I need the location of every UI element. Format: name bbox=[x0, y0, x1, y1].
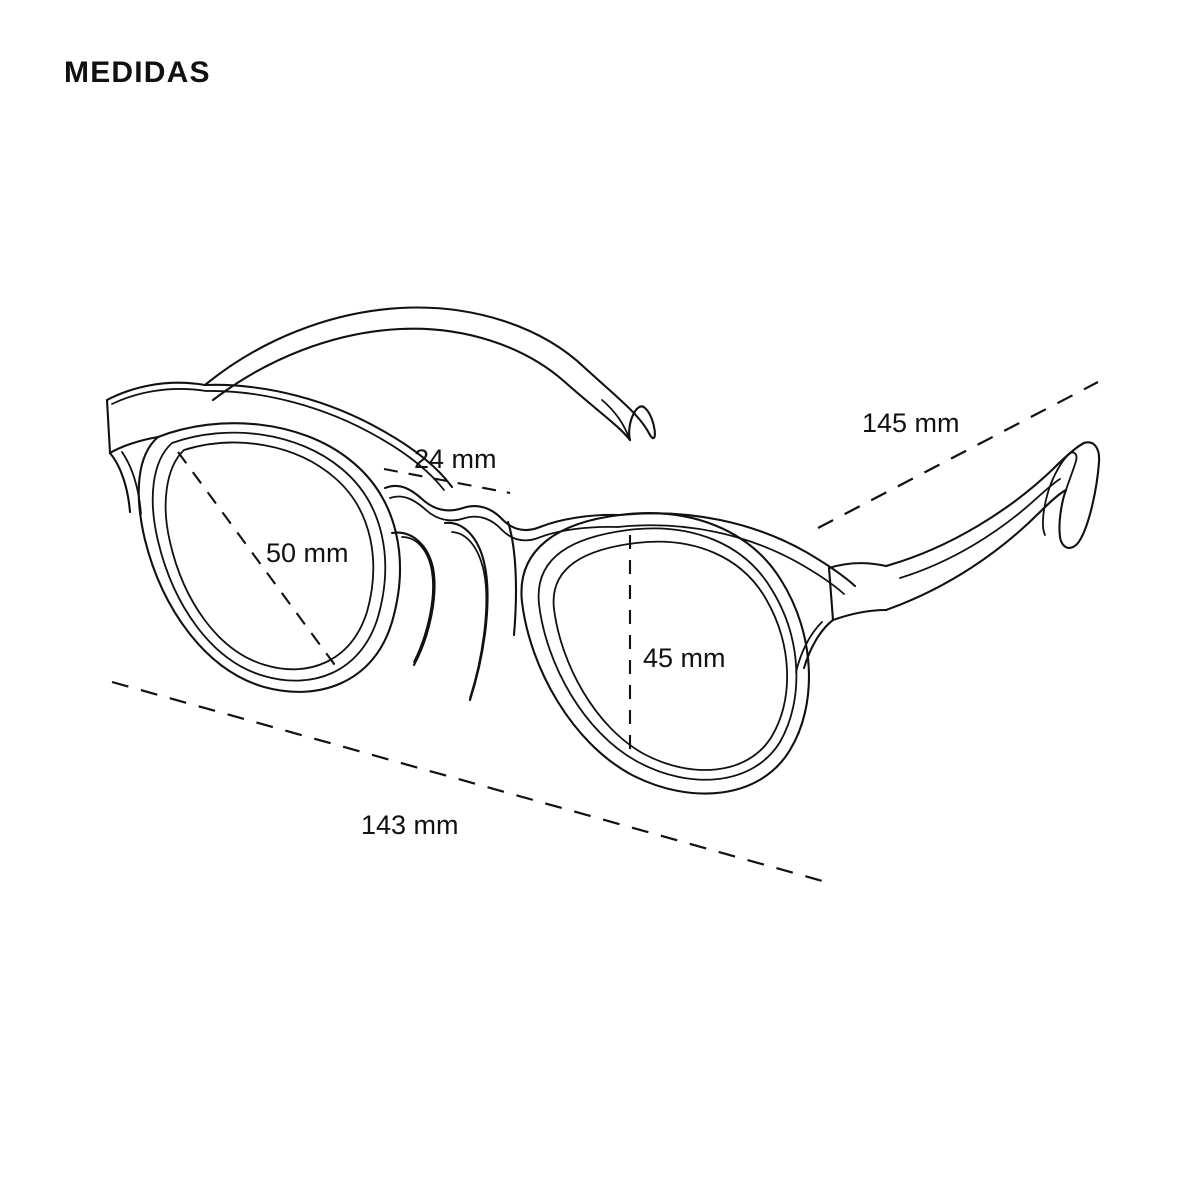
lens-height-label: 45 mm bbox=[643, 643, 726, 673]
total-width-dashed-line bbox=[111, 680, 827, 884]
dimension-bridge-width: 24 mm bbox=[383, 444, 511, 495]
right-end-piece bbox=[795, 562, 888, 673]
far-temple-arm bbox=[203, 306, 656, 442]
dimension-lens-width: 50 mm bbox=[177, 451, 349, 673]
bridge-and-nose bbox=[383, 484, 622, 702]
page-title: MEDIDAS bbox=[64, 56, 211, 89]
dimension-temple-length: 145 mm bbox=[817, 381, 1099, 529]
bridge-width-label: 24 mm bbox=[414, 444, 497, 474]
bridge-width-dashed-line bbox=[383, 467, 511, 495]
lens-width-label: 50 mm bbox=[266, 538, 349, 568]
dimension-lens-height: 45 mm bbox=[628, 535, 726, 752]
dimension-total-width: 143 mm bbox=[111, 680, 827, 884]
total-width-label: 143 mm bbox=[361, 810, 459, 840]
right-lens-rim bbox=[520, 512, 810, 795]
left-brow-bar bbox=[203, 383, 454, 491]
temple-length-label: 145 mm bbox=[862, 408, 960, 438]
lens-width-dashed-line bbox=[177, 451, 341, 673]
right-brow-bar bbox=[617, 512, 857, 595]
temple-length-dashed-line bbox=[817, 381, 1099, 529]
near-temple-arm bbox=[884, 441, 1101, 612]
